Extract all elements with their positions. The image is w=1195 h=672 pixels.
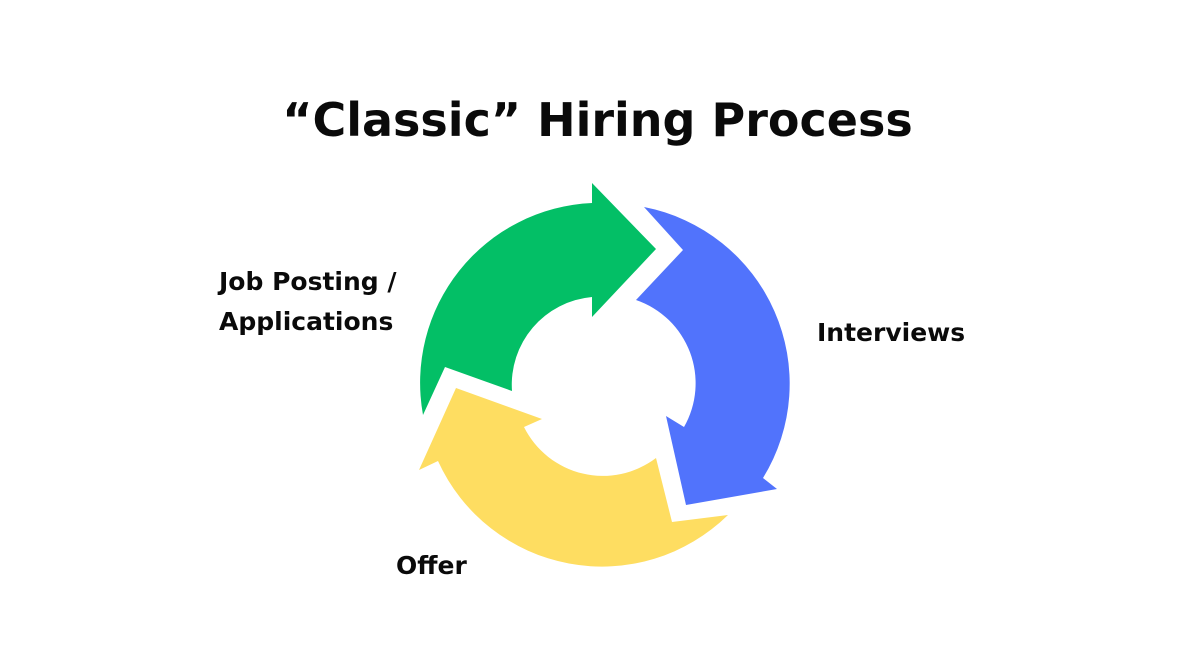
label-job-posting-line2: Applications [219,307,394,336]
arrow-interviews [636,207,790,505]
label-interviews: Interviews [817,318,966,347]
arrow-job-posting [420,183,656,415]
label-job-posting: Job Posting / Applications [219,262,397,342]
label-offer: Offer [396,551,467,580]
arrow-offer [419,388,728,567]
label-job-posting-line1: Job Posting / [219,267,397,296]
diagram-title: “Classic” Hiring Process [282,93,913,147]
